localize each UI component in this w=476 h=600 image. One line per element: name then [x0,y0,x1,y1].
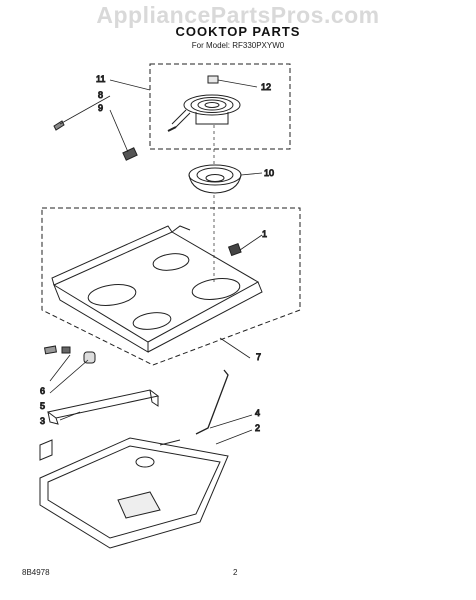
callout-2: 2 [255,423,260,433]
leader-lines [49,79,263,445]
callout-5: 5 [40,401,45,411]
bumper [83,351,96,364]
surface-element [167,94,241,132]
burner-box-pan [39,437,229,549]
callout-9: 9 [98,103,103,113]
receptacle-small [227,242,242,257]
main-cooktop [51,225,263,353]
support-rod [195,369,229,435]
document-number: 8B4978 [22,568,50,577]
model-subtitle: For Model: RF330PXYW0 [191,41,285,50]
element-support [195,112,229,125]
page-title: COOKTOP PARTS [175,24,301,39]
callout-8: 8 [98,90,103,100]
page-number: 2 [233,568,238,577]
clip [43,345,71,355]
terminal-cap [207,75,219,84]
callout-10: 10 [264,168,274,178]
callout-12: 12 [261,82,271,92]
receptacle [122,147,138,161]
callout-11: 11 [96,74,105,84]
front-frame [46,389,160,425]
callout-3: 3 [40,416,45,426]
main-top-box [41,207,301,366]
callout-6: 6 [40,386,45,396]
watermark: AppliancePartsPros.com [96,2,380,28]
drip-bowl [188,164,242,194]
element-assembly-box [149,63,291,150]
callout-4: 4 [255,408,260,418]
callout-1: 1 [262,229,267,239]
callout-7: 7 [256,352,261,362]
